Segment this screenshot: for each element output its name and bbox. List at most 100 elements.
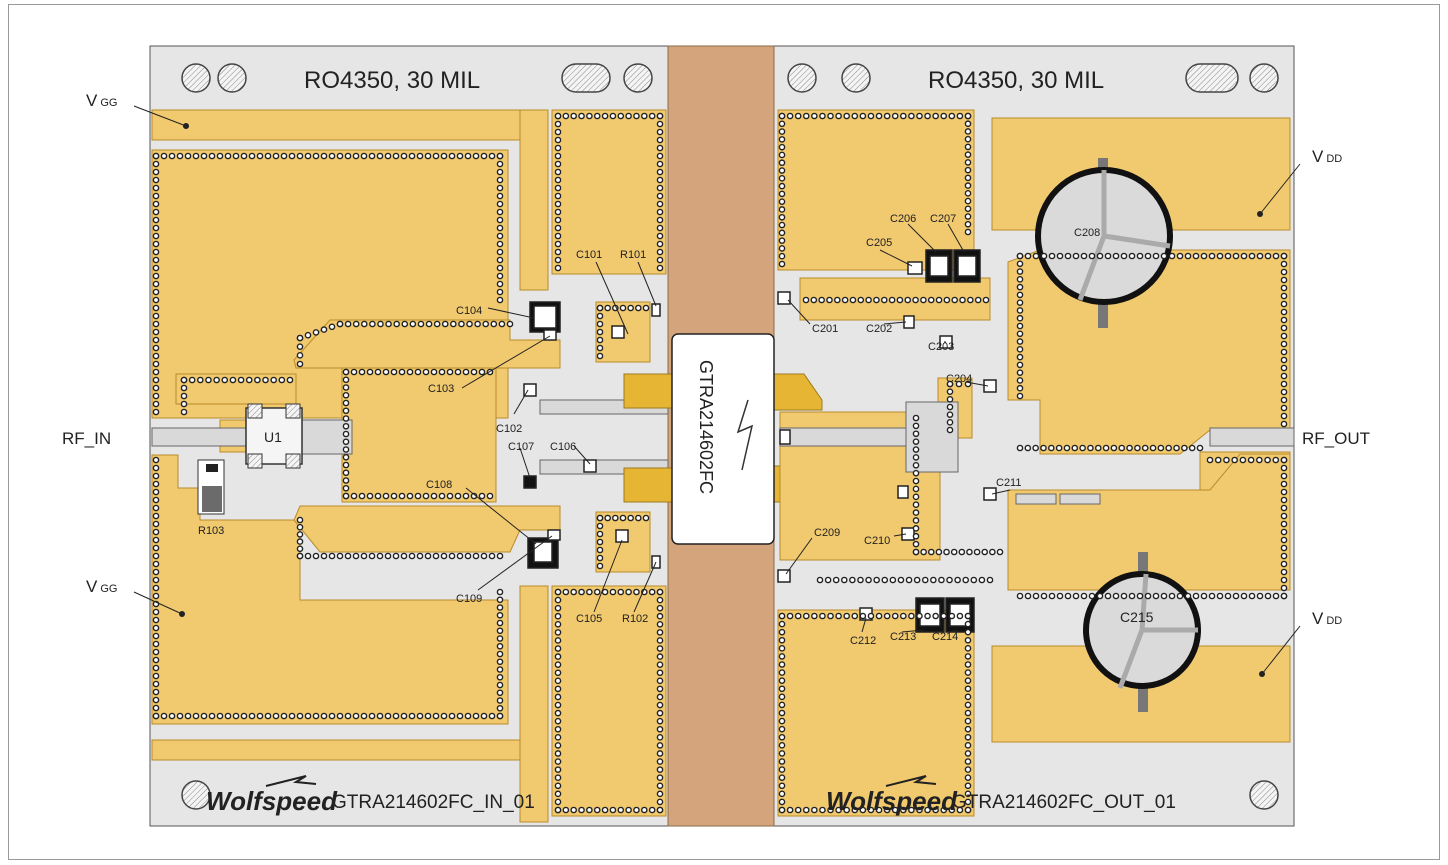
via bbox=[1016, 353, 1024, 361]
via bbox=[237, 376, 245, 384]
via bbox=[859, 612, 867, 620]
via bbox=[312, 152, 320, 160]
via bbox=[1120, 592, 1128, 600]
via bbox=[152, 576, 160, 584]
via bbox=[920, 296, 927, 304]
via bbox=[1280, 464, 1288, 472]
via bbox=[648, 112, 656, 120]
via bbox=[656, 144, 664, 152]
via bbox=[496, 160, 504, 168]
via bbox=[486, 492, 494, 500]
via bbox=[1040, 444, 1047, 452]
via bbox=[1280, 512, 1288, 520]
via bbox=[392, 552, 400, 560]
via bbox=[778, 260, 786, 268]
via bbox=[778, 128, 786, 135]
via bbox=[835, 112, 842, 120]
via bbox=[342, 376, 350, 384]
via bbox=[152, 688, 160, 696]
via bbox=[642, 514, 650, 522]
via bbox=[974, 296, 982, 304]
via bbox=[216, 152, 224, 160]
via bbox=[152, 680, 160, 688]
via bbox=[778, 653, 786, 660]
via bbox=[1104, 592, 1112, 600]
via bbox=[344, 152, 352, 160]
via bbox=[778, 136, 786, 143]
via bbox=[956, 612, 964, 620]
via bbox=[456, 152, 464, 160]
via bbox=[596, 554, 604, 562]
via bbox=[1280, 544, 1288, 552]
via bbox=[875, 612, 883, 620]
via bbox=[180, 376, 188, 384]
via bbox=[554, 742, 562, 749]
via bbox=[352, 552, 360, 560]
via bbox=[619, 514, 627, 522]
via bbox=[490, 320, 498, 328]
via bbox=[1214, 456, 1222, 464]
via bbox=[656, 637, 664, 644]
via bbox=[320, 552, 328, 560]
via bbox=[1280, 560, 1288, 568]
via bbox=[875, 112, 883, 120]
via bbox=[946, 419, 954, 426]
label-c108: C108 bbox=[426, 479, 452, 491]
via bbox=[1136, 252, 1144, 260]
via bbox=[152, 272, 160, 280]
via bbox=[554, 766, 562, 773]
via bbox=[1280, 388, 1288, 396]
via bbox=[883, 806, 891, 814]
via bbox=[896, 296, 904, 304]
via bbox=[425, 320, 433, 328]
via bbox=[946, 576, 953, 584]
via bbox=[865, 576, 872, 584]
via bbox=[656, 790, 664, 798]
via bbox=[454, 368, 462, 376]
via bbox=[951, 296, 958, 304]
via bbox=[1280, 584, 1288, 592]
via bbox=[648, 806, 656, 814]
via bbox=[296, 516, 304, 524]
via bbox=[950, 548, 958, 556]
via bbox=[320, 712, 328, 720]
via bbox=[1280, 480, 1288, 488]
via bbox=[802, 806, 810, 814]
via bbox=[1016, 444, 1024, 452]
via bbox=[342, 453, 350, 461]
via bbox=[819, 112, 826, 120]
via bbox=[943, 296, 951, 304]
via bbox=[1280, 308, 1288, 316]
via bbox=[656, 248, 664, 256]
via bbox=[1016, 314, 1024, 322]
via bbox=[152, 616, 160, 624]
via bbox=[964, 128, 972, 135]
via bbox=[964, 612, 972, 620]
via bbox=[891, 612, 899, 620]
via bbox=[656, 742, 664, 749]
via bbox=[1071, 444, 1079, 452]
via bbox=[596, 538, 604, 546]
via bbox=[1206, 456, 1214, 464]
via bbox=[778, 661, 786, 668]
via bbox=[996, 548, 1004, 556]
via bbox=[1247, 456, 1255, 464]
via bbox=[1016, 260, 1024, 268]
via bbox=[811, 112, 818, 120]
via bbox=[601, 588, 609, 596]
via bbox=[554, 144, 562, 152]
via bbox=[152, 656, 160, 664]
label-c209: C209 bbox=[814, 527, 840, 539]
via bbox=[1079, 444, 1086, 452]
via bbox=[1055, 444, 1063, 452]
via bbox=[562, 112, 570, 120]
via bbox=[656, 136, 664, 144]
via bbox=[480, 152, 488, 160]
via bbox=[1016, 252, 1024, 260]
via bbox=[778, 677, 786, 684]
via bbox=[152, 464, 160, 472]
via bbox=[554, 604, 562, 612]
via bbox=[208, 712, 216, 720]
via bbox=[1280, 576, 1288, 584]
via bbox=[656, 232, 664, 240]
